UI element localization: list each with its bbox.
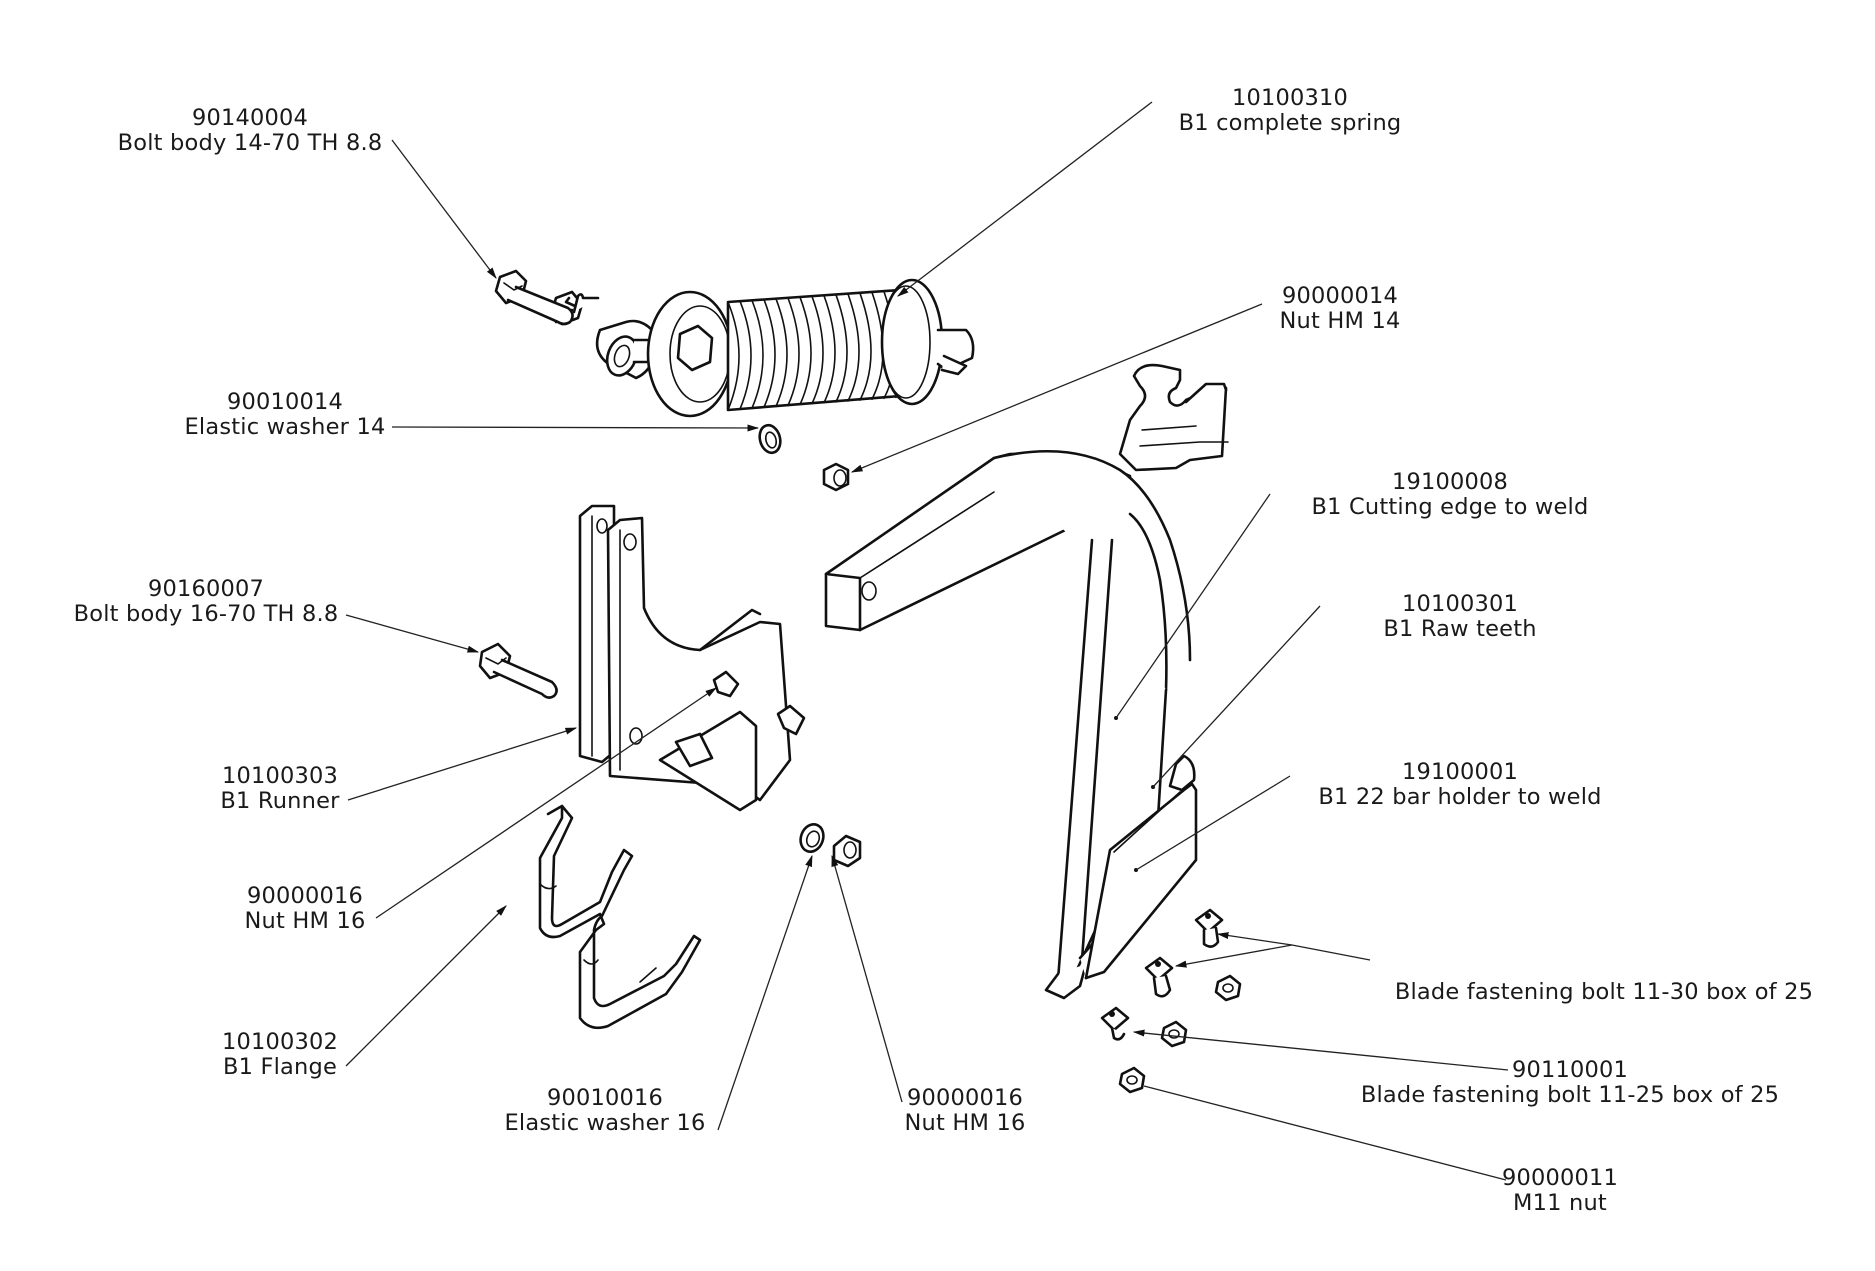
part-description: B1 complete spring [1178,110,1402,136]
leader-elastic-washer-16 [717,854,813,1131]
spring-coil [847,293,860,402]
part-code: 90010016 [546,1085,664,1111]
spring-coil [835,294,848,403]
m11-nut-icon [1118,1066,1146,1094]
part-code: 90000011 [1501,1165,1619,1191]
callout-nut-hm-16-left: 90000016 Nut HM 16 [230,884,380,934]
part-description: B1 Cutting edge to weld [1311,494,1589,520]
runner-part [578,504,792,812]
callout-blade-bolt-11-30: Blade fastening bolt 11-30 box of 25 [1364,980,1844,1005]
part-description: B1 Flange [222,1054,338,1080]
leader-nut-hm-14 [850,303,1263,473]
elastic-washer-14-icon [758,423,782,455]
spring-coil [751,299,764,409]
spring-coils [726,288,908,412]
part-code: 10100301 [1401,591,1519,617]
runner-nut-a [712,670,740,698]
part-code: 90010014 [226,389,344,415]
spring-coil [859,292,872,401]
runner-nut-b [776,704,806,736]
callout-blade-bolt-11-25: 90110001 Blade fastening bolt 11-25 box … [1330,1058,1810,1108]
callout-complete-spring: 10100310 B1 complete spring [1140,86,1440,136]
callout-m11-nut: 90000011 M11 nut [1490,1166,1630,1216]
part-description: Blade fastening bolt 11-25 box of 25 [1360,1082,1780,1108]
callout-nut-hm-16-bottom: 90000016 Nut HM 16 [890,1086,1040,1136]
part-description: B1 Raw teeth [1383,616,1537,642]
part-description: Nut HM 16 [244,908,366,934]
spring-coil [799,296,812,406]
callout-bolt-16-70: 90160007 Bolt body 16-70 TH 8.8 [58,577,354,627]
callout-nut-hm-14: 90000014 Nut HM 14 [1250,284,1430,334]
leader-m11-nut [1143,1085,1507,1181]
leader-runner [347,727,578,801]
leader-bar-holder [1135,775,1291,871]
leader-raw-teeth [1152,605,1321,788]
part-code: 90000016 [246,883,364,909]
part-description: Elastic washer 16 [504,1110,706,1136]
spring-coil [739,300,752,410]
spring-assembly-icon [595,278,975,418]
leader-blade-bolt-11-25 [1132,1029,1509,1071]
part-description: B1 Runner [220,788,340,814]
part-code: 90000016 [906,1085,1024,1111]
leader-blade-bolt-11-30-a [1216,932,1371,961]
spring-coil [775,298,788,408]
part-description: Nut HM 16 [904,1110,1026,1136]
callout-cutting-edge: 19100008 B1 Cutting edge to weld [1280,470,1620,520]
callout-bar-holder: 19100001 B1 22 bar holder to weld [1290,760,1630,810]
leader-bolt-16-70 [345,614,480,653]
part-code: 19100008 [1391,469,1509,495]
callout-flange: 10100302 B1 Flange [210,1030,350,1080]
nut-hm-16-icon [832,834,862,868]
part-code: 90160007 [147,576,265,602]
blade-bolt-11-30-a [1194,908,1224,948]
callout-runner: 10100303 B1 Runner [210,764,350,814]
part-description: M11 nut [1513,1190,1607,1216]
part-code: 10100310 [1231,85,1349,111]
part-code: 90000014 [1281,283,1399,309]
leader-elastic-washer-14 [391,424,760,432]
part-code: 10100303 [221,763,339,789]
blade-bolt-11-25-icon [1100,1006,1130,1041]
blade-bolt-11-30-b [1144,956,1174,998]
m11-nut-small-a [1214,974,1242,1002]
spring-coil [727,301,740,411]
part-code: 19100001 [1401,759,1519,785]
callout-raw-teeth: 10100301 B1 Raw teeth [1360,592,1560,642]
flange-part [538,804,702,1030]
cutting-edge-frame [824,363,1229,1000]
bar-holder-plate [1084,754,1198,980]
spring-body [726,288,902,412]
part-code: 90110001 [1511,1057,1629,1083]
part-description: Bolt body 16-70 TH 8.8 [73,601,339,627]
part-code: 10100302 [221,1029,339,1055]
m11-nut-small-b [1160,1020,1188,1048]
leader-flange [345,905,507,1067]
leader-bolt-14-70 [391,139,497,279]
callout-bolt-14-70: 90140004 Bolt body 14-70 TH 8.8 [100,106,400,156]
callout-elastic-washer-14: 90010014 Elastic washer 14 [170,390,400,440]
part-description: Nut HM 14 [1279,308,1401,334]
leader-cutting-edge [1115,493,1271,719]
part-description: B1 22 bar holder to weld [1318,784,1602,810]
leader-lines [345,101,1509,1181]
spring-coil [823,294,836,404]
leader-nut-hm-16-left [375,687,717,919]
bolt-14-icon [494,269,574,326]
nut-hm-14-icon [822,462,850,492]
spring-coil [787,297,800,407]
part-description: Blade fastening bolt 11-30 box of 25 [1394,979,1814,1005]
leader-nut-hm-16-bottom [831,854,903,1103]
part-description: Elastic washer 14 [184,414,386,440]
leader-complete-spring [897,101,1153,297]
part-code: 90140004 [191,105,309,131]
spring-coil [763,298,776,409]
callout-elastic-washer-16: 90010016 Elastic washer 16 [490,1086,720,1136]
bolt-16-70-icon [478,642,558,699]
part-description: Bolt body 14-70 TH 8.8 [117,130,383,156]
spring-coil [811,295,824,405]
elastic-washer-16-icon [799,823,825,853]
leader-blade-bolt-11-30-b [1174,944,1293,968]
